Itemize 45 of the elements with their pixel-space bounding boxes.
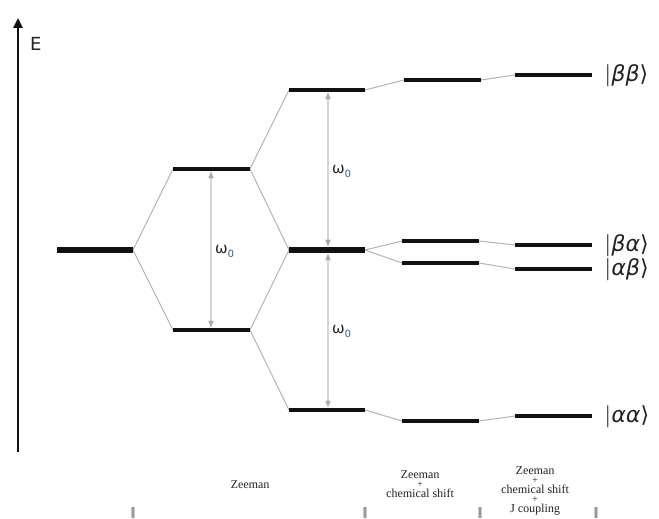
energy-level — [289, 88, 365, 92]
correlation-line — [250, 250, 290, 330]
energy-level — [289, 408, 365, 412]
energy-level — [404, 78, 481, 82]
energy-level — [402, 261, 479, 265]
correlation-line — [480, 74, 516, 80]
plus-sign: + — [532, 496, 538, 504]
correlation-line — [478, 240, 516, 246]
correlation-line — [364, 240, 402, 250]
stage-caption: chemical shift — [386, 487, 454, 500]
energy-level — [515, 267, 592, 271]
energy-level — [515, 243, 592, 247]
energy-level — [289, 247, 365, 253]
correlation-line — [364, 80, 404, 90]
energy-level — [57, 247, 133, 253]
correlation-line — [250, 330, 290, 410]
correlation-line — [132, 250, 174, 330]
correlation-line — [250, 90, 290, 170]
state-label: |ββ⟩ — [604, 62, 649, 88]
correlation-line — [478, 416, 516, 422]
transition-arrow — [325, 92, 331, 247]
correlation-line — [478, 262, 516, 270]
state-label: |αβ⟩ — [604, 256, 649, 282]
transition-arrow — [208, 171, 214, 328]
energy-level — [515, 414, 592, 418]
transition-arrow — [325, 253, 331, 408]
correlation-line — [364, 250, 402, 264]
stage-caption: Zeeman — [516, 464, 554, 477]
state-label: |αα⟩ — [604, 403, 650, 429]
energy-level — [515, 73, 592, 77]
energy-level — [402, 419, 479, 423]
energy-level — [402, 239, 479, 243]
correlation-line — [250, 168, 290, 250]
stage-caption: chemical shift — [501, 483, 569, 496]
state-label: |βα⟩ — [604, 232, 649, 258]
correlation-line — [364, 410, 402, 422]
correlation-line — [132, 168, 174, 250]
stage-caption: Zeeman — [230, 478, 270, 491]
stage-caption: J coupling — [510, 502, 560, 515]
energy-level — [173, 328, 250, 332]
plus-sign: + — [417, 481, 423, 489]
energy-level — [173, 167, 250, 171]
axis-label: E — [30, 35, 42, 55]
stage-caption: Zeeman — [400, 468, 440, 481]
plus-sign: + — [532, 477, 538, 485]
